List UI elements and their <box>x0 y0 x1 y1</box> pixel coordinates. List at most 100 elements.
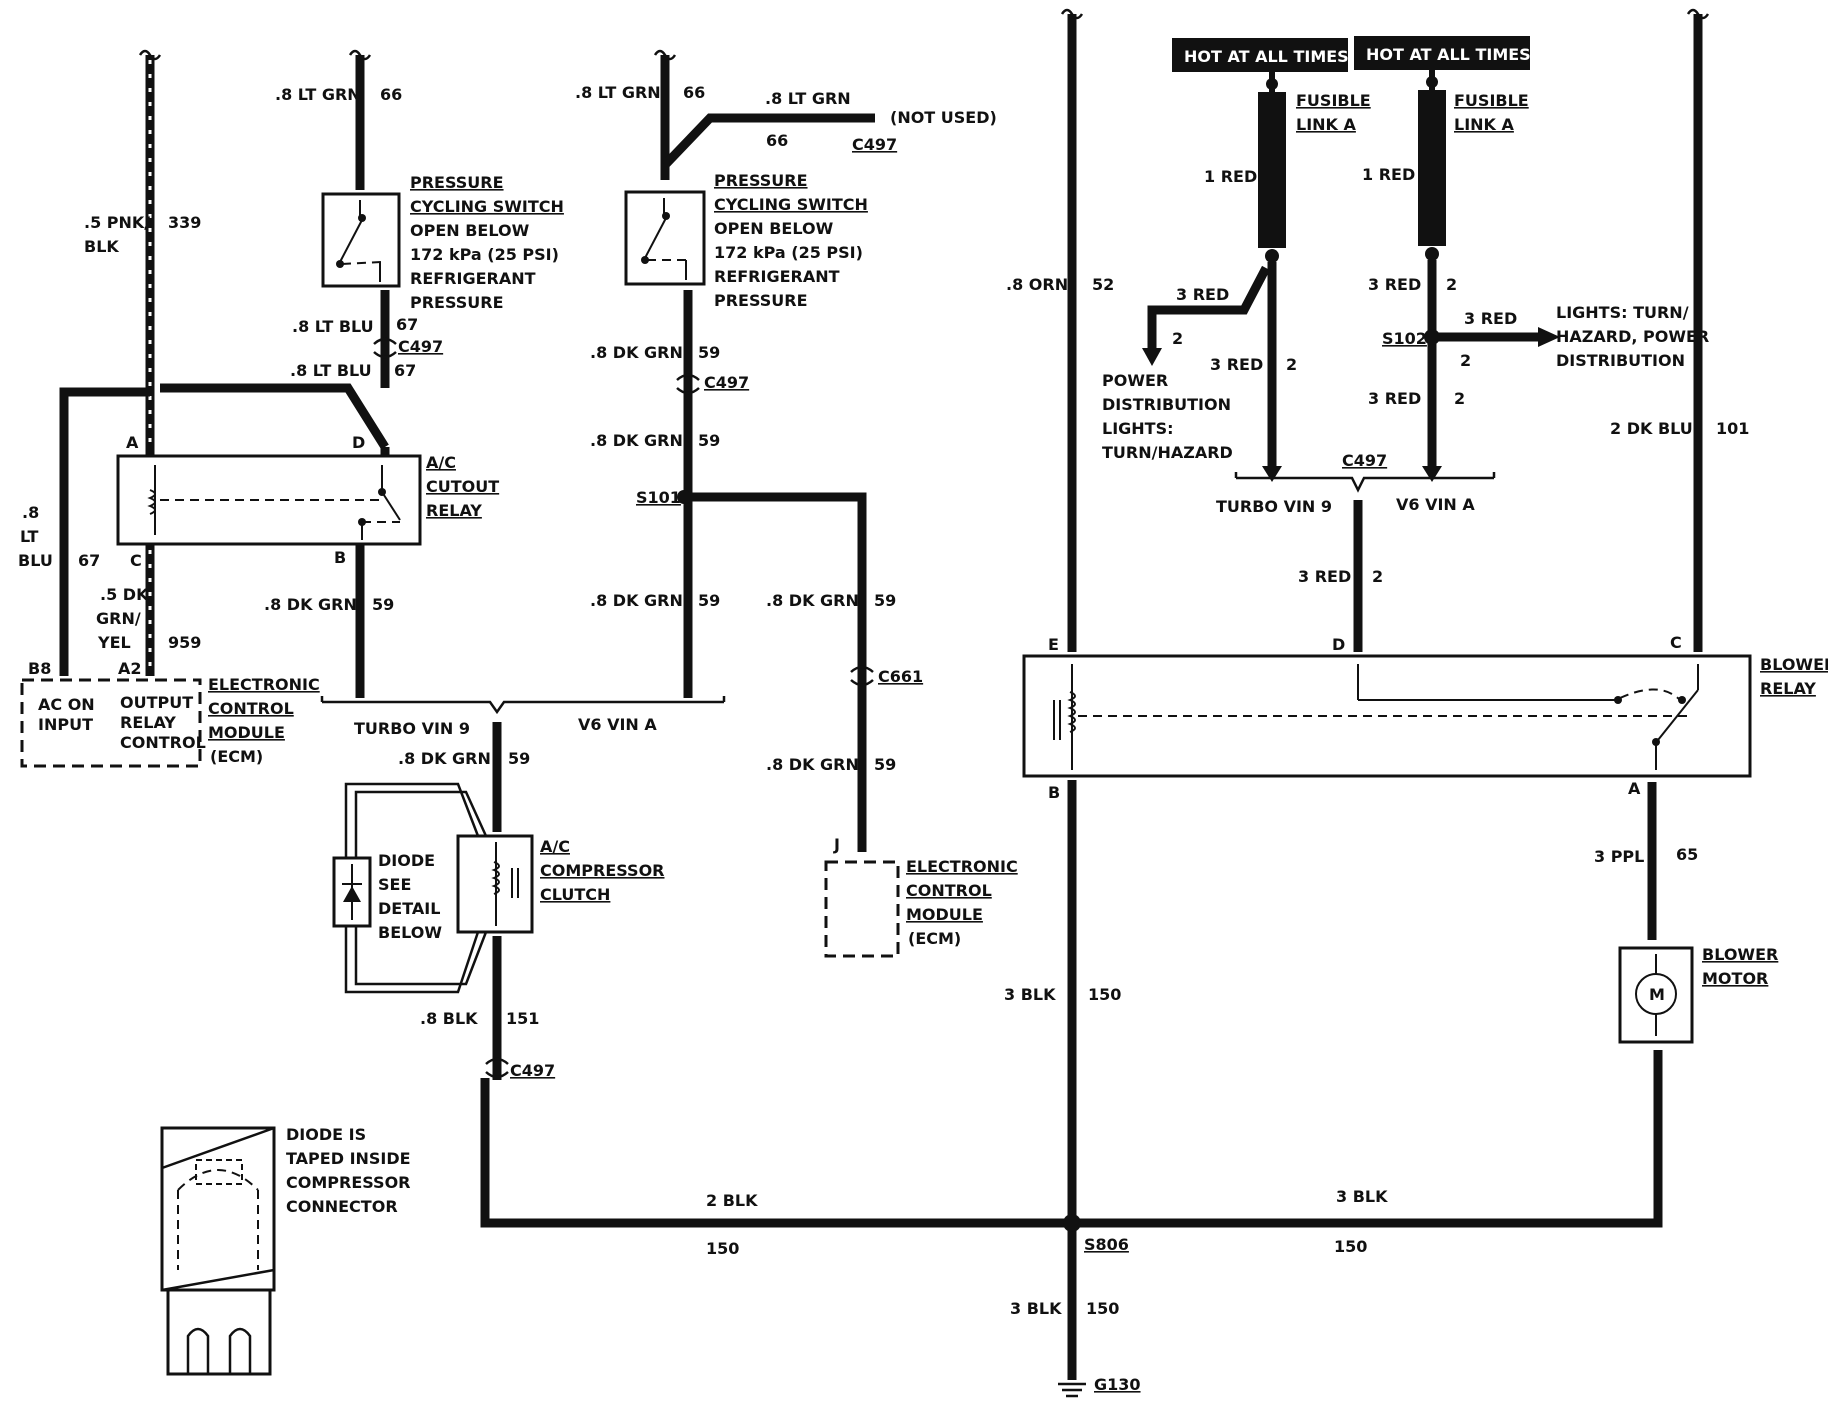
detail-line-3: COMPRESSOR <box>286 1173 411 1192</box>
switch2-label-6: PRESSURE <box>714 291 808 310</box>
ecm2-box <box>824 860 900 958</box>
blower-relay-pin-a: A <box>1628 779 1641 798</box>
blower-relay-label-2: RELAY <box>1760 679 1816 698</box>
switch1-label-3: OPEN BELOW <box>410 221 530 240</box>
switch1-connector-c497 <box>373 337 397 359</box>
clutch-top-circuit: 59 <box>508 749 530 768</box>
turbo-branch-arrow <box>1142 348 1162 366</box>
fusible-link-1 <box>1258 92 1286 248</box>
wire-52-circuit: 52 <box>1092 275 1114 294</box>
ecm-left-box <box>20 678 202 768</box>
switch1-label-2: CYCLING SWITCH <box>410 197 564 216</box>
turbo-branch-circuit: 2 <box>1172 329 1183 348</box>
s102-branch-color: 3 RED <box>1464 309 1517 328</box>
ecm2-pin-j: J <box>833 835 840 854</box>
ecm-left-label-3: MODULE <box>208 723 285 742</box>
ecm2-label-2: CONTROL <box>906 881 992 900</box>
blower-variant-v6: V6 VIN A <box>1396 495 1475 514</box>
ecm-output-1: OUTPUT <box>120 693 193 712</box>
ecm2-wire-color-2: .8 DK GRN <box>766 755 859 774</box>
clutch-label-2: COMPRESSOR <box>540 861 665 880</box>
clutch-top-wire-color: .8 DK GRN <box>398 749 491 768</box>
variant-bus-ends <box>320 696 726 702</box>
fuse2-label-2: LINK A <box>1454 115 1515 134</box>
blower-relay-pin-b: B <box>1048 783 1060 802</box>
detail-line-1: DIODE IS <box>286 1125 366 1144</box>
clutch-label-3: CLUTCH <box>540 885 610 904</box>
v6-feed-color-2: 3 RED <box>1368 389 1421 408</box>
ground-left-wire-color: 2 BLK <box>706 1191 758 1210</box>
switch2-wire-color: .8 LT GRN <box>575 83 661 102</box>
ecm2-label-4: (ECM) <box>908 929 961 948</box>
ground-down-circuit: 150 <box>1086 1299 1119 1318</box>
turbo-branch-wire <box>1147 265 1270 350</box>
relay-pin-b: B <box>334 548 346 567</box>
switch2-branch-wire-color: .8 LT GRN <box>765 89 851 108</box>
ecm-output-2: RELAY <box>120 713 176 732</box>
blower-relay <box>1022 654 1752 778</box>
v6-feed-arrow <box>1422 466 1442 482</box>
clutch-bottom-circuit: 151 <box>506 1009 539 1028</box>
diode-label-3: DETAIL <box>378 899 440 918</box>
relay-label-3: RELAY <box>426 501 482 520</box>
fuse2-wire-color: 1 RED <box>1362 165 1415 184</box>
relay-b-circuit: 59 <box>372 595 394 614</box>
relay-label-2: CUTOUT <box>426 477 499 496</box>
wire-959-color: .5 DK <box>100 585 149 604</box>
relay-b-wire-150-circuit: 150 <box>1088 985 1121 1004</box>
s102-branch-arrow <box>1538 327 1560 347</box>
switch1-below-wire: .8 LT BLU <box>292 317 374 336</box>
diode-label-2: SEE <box>378 875 411 894</box>
wire-67-left-color: .8 <box>22 503 39 522</box>
pressure-switch-2 <box>624 190 706 286</box>
ground-right-wire-color: 3 BLK <box>1336 1187 1388 1206</box>
ecm2-wire-59 <box>688 492 867 852</box>
blower-variant-bus <box>1236 476 1494 493</box>
blower-relay-pin-d: D <box>1332 635 1345 654</box>
blower-relay-pin-e: E <box>1048 635 1059 654</box>
switch1-connector-label: C497 <box>398 337 443 356</box>
s102-branch-circuit: 2 <box>1460 351 1471 370</box>
switch1-label-6: PRESSURE <box>410 293 504 312</box>
switch1-below-circuit-2: 67 <box>394 361 416 380</box>
switch2-below-circuit-2: 59 <box>698 431 720 450</box>
blower-variant-bus-ends <box>1234 472 1496 478</box>
fuse1-wire-color: 1 RED <box>1204 167 1257 186</box>
blower-variant-turbo: TURBO VIN 9 <box>1216 497 1332 516</box>
ecm2-label-3: MODULE <box>906 905 983 924</box>
switch2-below-wire-3: .8 DK GRN <box>590 591 683 610</box>
switch2-label-1: PRESSURE <box>714 171 808 190</box>
switch2-connector-label: C497 <box>704 373 749 392</box>
relay-b-wire-150-color: 3 BLK <box>1004 985 1056 1004</box>
ac-compressor-clutch <box>456 834 534 934</box>
hot-label-2: HOT AT ALL TIMES <box>1354 36 1531 70</box>
switch1-break <box>348 49 372 61</box>
wire-52-color: .8 ORN <box>1006 275 1068 294</box>
ecm-left-label-2: CONTROL <box>208 699 294 718</box>
pd-label-2: DISTRIBUTION <box>1102 395 1231 414</box>
blower-motor <box>1618 946 1694 1044</box>
wire-67-top <box>160 383 389 450</box>
ecm2-wire-color: .8 DK GRN <box>766 591 859 610</box>
pd-label-1: POWER <box>1102 371 1168 390</box>
switch2-not-used: (NOT USED) <box>890 108 997 127</box>
lights-label-1: LIGHTS: TURN/ <box>1556 303 1689 322</box>
fusible-link-2 <box>1418 90 1446 246</box>
switch1-label-1: PRESSURE <box>410 173 504 192</box>
blower-relay-pin-c: C <box>1670 633 1682 652</box>
wire-101-circuit: 101 <box>1716 419 1749 438</box>
ecm-left-label-1: ELECTRONIC <box>208 675 320 694</box>
relay-d-wire-color: 3 RED <box>1298 567 1351 586</box>
ground-left-circuit: 150 <box>706 1239 739 1258</box>
ground-right-circuit: 150 <box>1334 1237 1367 1256</box>
pd-label-3: LIGHTS: <box>1102 419 1174 438</box>
wire-959-color-2: GRN/ <box>96 609 141 628</box>
ecm2-circuit: 59 <box>874 591 896 610</box>
turbo-feed-arrow <box>1262 466 1282 482</box>
ecm-left-label-4: (ECM) <box>210 747 263 766</box>
fuse1-label-2: LINK A <box>1296 115 1357 134</box>
fuse2-bottom-dot <box>1425 247 1439 261</box>
blower-motor-label-2: MOTOR <box>1702 969 1768 988</box>
variant-turbo: TURBO VIN 9 <box>354 719 470 738</box>
